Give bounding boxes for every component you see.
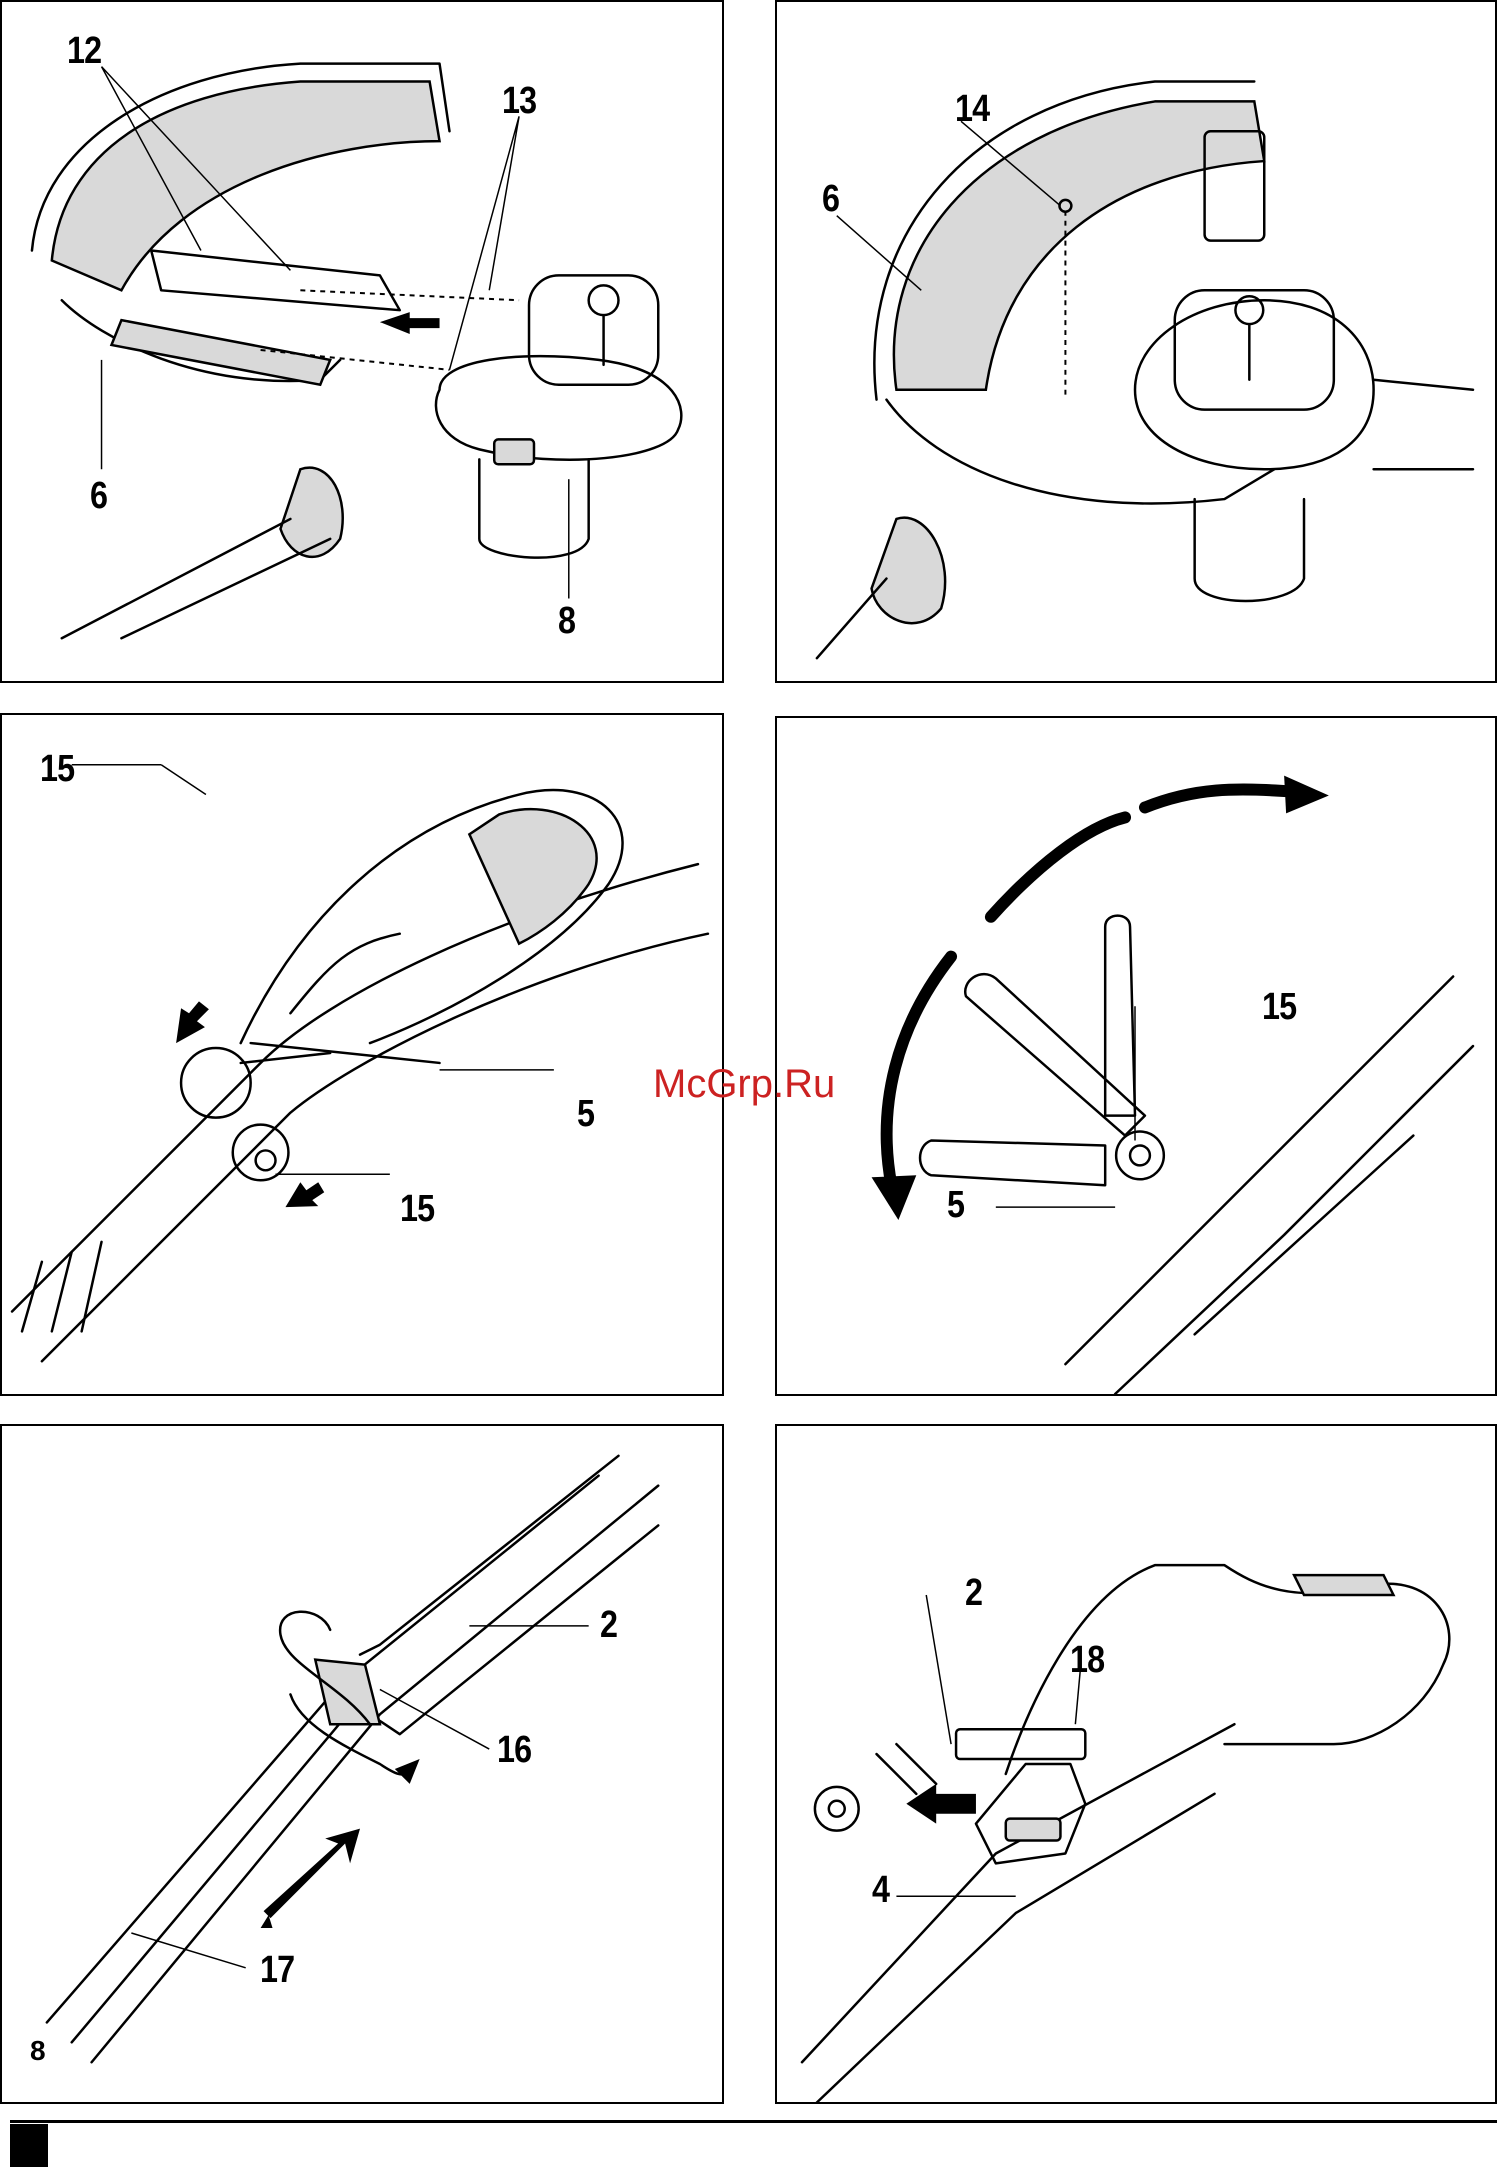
figure-handle-release: 15 5 15	[0, 713, 724, 1396]
callout-2: 2	[965, 1574, 982, 1612]
callout-6: 6	[90, 477, 107, 515]
callout-17: 17	[260, 1951, 294, 1989]
watermark: McGrp.Ru	[653, 1062, 835, 1107]
callout-2: 2	[600, 1606, 617, 1644]
handle-rotation-illustration	[777, 718, 1495, 1394]
figure-handle-rotation: 15 5	[775, 716, 1497, 1396]
figure-guard-screw: 14 6	[775, 0, 1497, 683]
figure-height-adjust: 2 16 17	[0, 1424, 724, 2104]
callout-14: 14	[955, 90, 989, 128]
callout-13: 13	[502, 82, 536, 120]
guard-illustration	[2, 2, 722, 681]
handle-release-illustration	[2, 715, 722, 1394]
callout-4: 4	[872, 1871, 889, 1909]
page-number: 8	[30, 2035, 46, 2067]
height-adjust-illustration	[2, 1426, 722, 2102]
callout-15: 15	[1262, 988, 1296, 1026]
callout-15-bottom: 15	[400, 1190, 434, 1228]
battery-insert-illustration	[777, 1426, 1495, 2102]
callout-12: 12	[67, 32, 101, 70]
page-badge	[10, 2124, 48, 2167]
callout-5: 5	[577, 1095, 594, 1133]
callout-18: 18	[1070, 1641, 1104, 1679]
guard-screw-illustration	[777, 2, 1495, 681]
callout-6: 6	[822, 180, 839, 218]
footer-rule	[10, 2120, 1497, 2123]
callout-8: 8	[558, 602, 575, 640]
figure-battery-insert: 2 18 4	[775, 1424, 1497, 2104]
callout-16: 16	[497, 1731, 531, 1769]
callout-5: 5	[947, 1186, 964, 1224]
figure-guard-slide-on: 12 13 6 8	[0, 0, 724, 683]
callout-15-top: 15	[40, 750, 74, 788]
